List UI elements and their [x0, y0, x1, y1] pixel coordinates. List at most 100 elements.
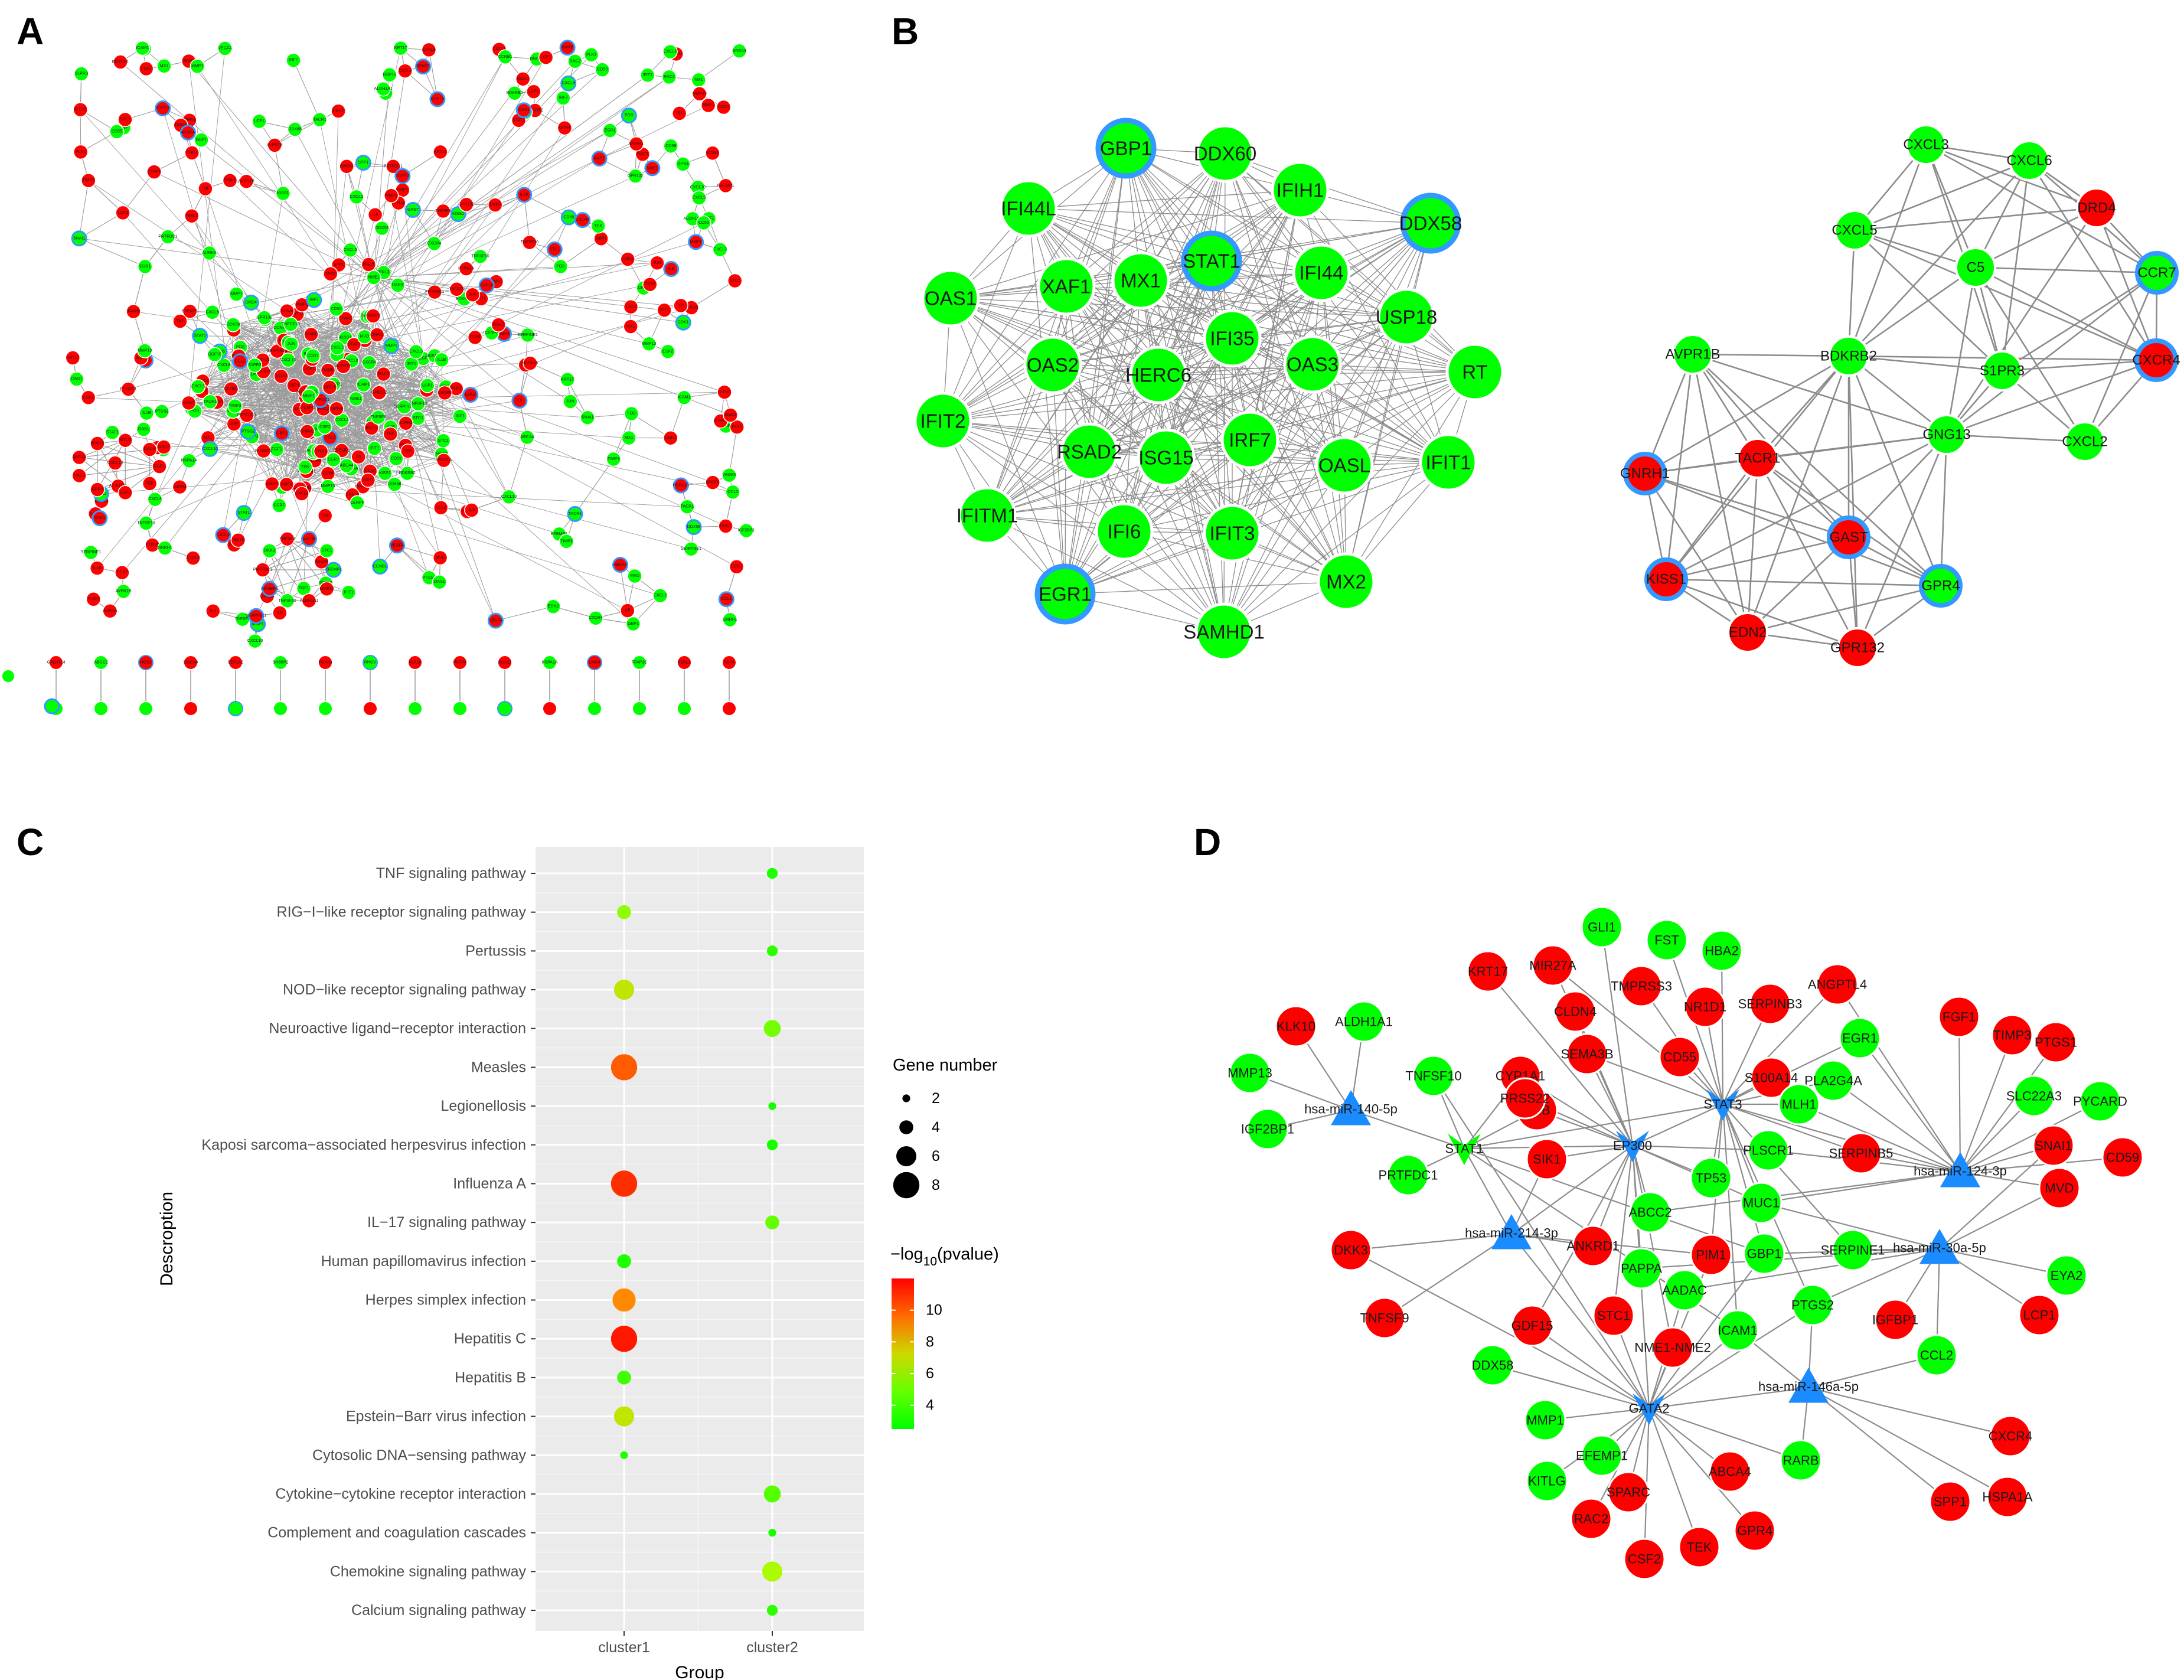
- overview-node-label: MVD: [360, 335, 370, 339]
- edge-gnrh1-gast: [1644, 472, 1849, 539]
- overview-node: [660, 344, 675, 360]
- overview-node-label: GBP1: [628, 622, 639, 626]
- overview-node: [156, 58, 172, 74]
- size-legend-label-4: 4: [932, 1119, 940, 1136]
- overview-node: [692, 86, 707, 102]
- overview-node-label: RAC2: [570, 59, 581, 63]
- overview-node-label: CXCL3: [148, 497, 162, 501]
- overview-node-label: OAS1: [518, 108, 530, 112]
- overview-node: [364, 420, 379, 436]
- gene-node-egr1: [1839, 1017, 1881, 1059]
- gene-node-slc22a3: [2013, 1075, 2055, 1117]
- pair-node: [363, 655, 378, 670]
- edge-herc6-samhd1: [1158, 374, 1225, 632]
- node-label-mx1: MX1: [1121, 270, 1161, 292]
- overview-node: [370, 409, 386, 425]
- edge: [188, 48, 226, 403]
- node-label-gbp1: GBP1: [1100, 138, 1152, 159]
- overview-node: [339, 458, 354, 474]
- edge-mx1-usp18: [1140, 280, 1407, 318]
- gene-node-pim1: [1690, 1234, 1732, 1276]
- edge-gbp1-rsad2: [1089, 148, 1127, 452]
- overview-node-label: TIMP3: [82, 178, 94, 182]
- edge: [373, 57, 506, 278]
- node-label-rt: RT: [1462, 361, 1487, 383]
- overview-node-label: PRTFDC1: [237, 413, 256, 417]
- tf-node-stat3: [1706, 1089, 1739, 1121]
- gene-node-serpinb3: [1749, 983, 1791, 1025]
- overview-node: [523, 355, 538, 371]
- overview-node: [435, 433, 451, 449]
- edge: [254, 364, 412, 366]
- overview-node: [507, 85, 523, 101]
- overview-node-label: KRT17: [434, 150, 447, 154]
- overview-node-label: TIMP3: [560, 539, 573, 543]
- node-xaf1: [1037, 257, 1096, 316]
- edge: [233, 324, 373, 423]
- node-label-cxcl3: CXCL3: [1903, 137, 1948, 153]
- overview-node-label: IL1B: [520, 193, 529, 197]
- gene-node-gbp1: [1743, 1232, 1785, 1275]
- edge-hsa-mir-30a-5p-pappa: [1641, 1248, 1940, 1270]
- overview-node-label: STAT1: [348, 342, 360, 347]
- edge: [327, 111, 339, 474]
- gene-node-ptgs1: [2035, 1021, 2077, 1064]
- edge-ddx60-rt: [1225, 153, 1475, 373]
- node-kiss1: [1644, 557, 1688, 601]
- edge-ep300-nme1-nme2: [1631, 1145, 1674, 1348]
- overview-node-label: ABCA4: [520, 435, 534, 439]
- edge: [373, 54, 592, 278]
- overview-node-label: MX1: [625, 436, 634, 440]
- overview-node-label: KITLG: [393, 201, 404, 205]
- overview-node: [142, 476, 158, 491]
- edge: [233, 324, 314, 357]
- overview-node-label: ABCA4: [73, 455, 86, 459]
- overview-node-label: EFEMP1: [551, 532, 567, 536]
- pair-node: [318, 701, 333, 716]
- gene-label-timp3: TIMP3: [1993, 1028, 2032, 1043]
- overview-node: [400, 443, 416, 459]
- overview-node-label: CCNB1: [273, 326, 288, 330]
- gene-label-rarb: RARB: [1783, 1453, 1819, 1468]
- overview-node-label: BDKRB2: [399, 471, 416, 475]
- edge-stat3-angptl4: [1722, 984, 1838, 1105]
- overview-node: [433, 144, 448, 160]
- overview-node-label: TIMP3: [229, 404, 241, 408]
- gene-node-mlh1: [1778, 1083, 1820, 1126]
- node-label-s1pr3: S1PR3: [1980, 363, 2025, 379]
- edge-s1pr3-bdkrb2: [1848, 355, 2003, 372]
- overview-node: [663, 138, 678, 154]
- edge-hsa-mir-30a-5p-ptgs2: [1812, 1248, 1940, 1306]
- edge: [197, 66, 419, 404]
- edge-ifit2-isg15: [942, 420, 1167, 458]
- y-tick-label-pertussis: Pertussis: [465, 942, 526, 959]
- edge-gast-edn2: [1747, 537, 1849, 633]
- overview-node-label: IL6: [210, 609, 216, 613]
- edge: [524, 194, 569, 218]
- edge: [440, 460, 445, 508]
- edge-cxcl6-s1pr3: [2001, 160, 2030, 371]
- overview-node: [723, 407, 738, 423]
- mirna-label-hsa-mir-214-3p: hsa-miR-214-3p: [1465, 1226, 1558, 1241]
- edge-hsa-mir-124-3p-abcc2: [1650, 1171, 1961, 1213]
- overview-node: [138, 61, 154, 77]
- overview-node: [717, 384, 732, 400]
- overview-node: [286, 378, 302, 393]
- overview-node-label: VEGFA: [489, 619, 503, 623]
- overview-node: [729, 419, 745, 435]
- point-cluster2-pertussis: [766, 945, 778, 957]
- overview-node-label: TNFSF10: [471, 255, 489, 259]
- gene-node-nr1d1: [1684, 986, 1726, 1028]
- overview-node: [262, 580, 278, 597]
- edge-isg15-samhd1: [1166, 457, 1225, 632]
- edge-hsa-mir-124-3p-fgf1: [1958, 1016, 1961, 1173]
- gene-node-ptgs2: [1791, 1284, 1834, 1326]
- overview-node-label: IL6: [373, 213, 378, 217]
- overview-node-label: ABCA4: [315, 560, 328, 564]
- overview-node-label: IGF2BP1: [255, 449, 272, 453]
- overview-node: [583, 47, 599, 63]
- edge-hsa-mir-214-3p-ep300: [1511, 1145, 1633, 1235]
- edge-ifi44l-ifi44: [1028, 208, 1322, 273]
- size-legend-label-2: 2: [932, 1090, 940, 1107]
- overview-node: [262, 543, 278, 559]
